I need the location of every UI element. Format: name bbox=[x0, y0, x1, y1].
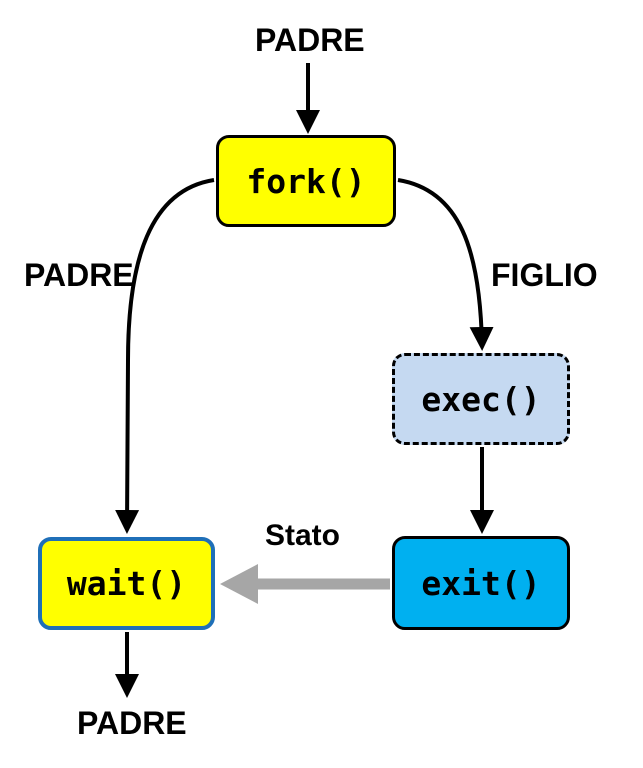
arrow-status-head bbox=[220, 564, 258, 604]
label-padre-top: PADRE bbox=[255, 22, 365, 58]
node-fork: fork() bbox=[216, 135, 396, 227]
arrow-fork-to-wait bbox=[115, 178, 215, 534]
label-stato: Stato bbox=[265, 519, 340, 552]
arrow-fork-to-exec bbox=[397, 178, 494, 351]
node-exit: exit() bbox=[392, 536, 570, 630]
label-figlio-branch: FIGLIO bbox=[491, 257, 598, 293]
label-padre-bottom: PADRE bbox=[77, 705, 187, 741]
node-wait: wait() bbox=[38, 537, 215, 630]
node-exec: exec() bbox=[392, 353, 570, 445]
label-padre-branch: PADRE bbox=[24, 257, 134, 293]
